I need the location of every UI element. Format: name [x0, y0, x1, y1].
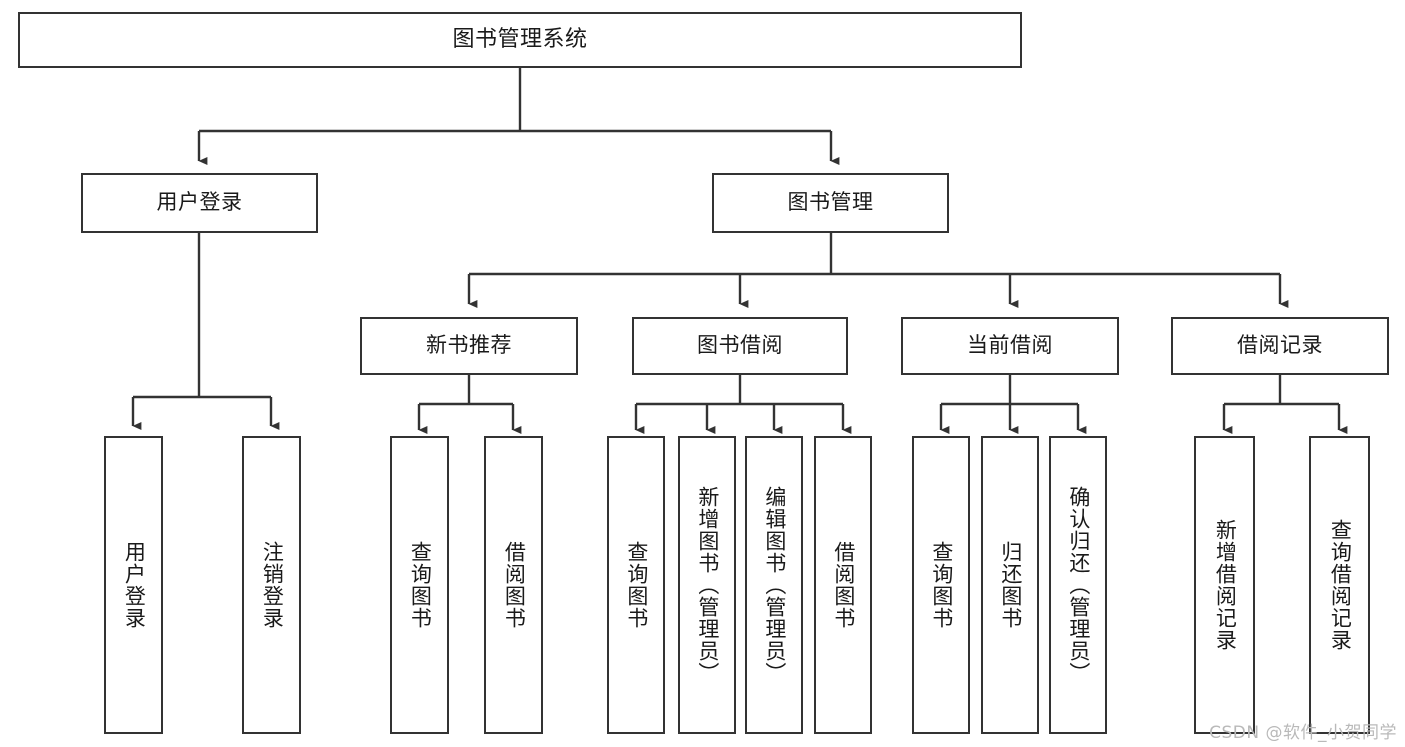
node-label: 用户登录 — [122, 541, 147, 629]
leaf-borrow-book-borrow[interactable]: 借阅图书 — [814, 436, 872, 734]
leaf-query-book-borrow[interactable]: 查询图书 — [607, 436, 665, 734]
node-label: 归还图书 — [998, 541, 1023, 629]
node-label: 注销登录 — [260, 541, 285, 629]
leaf-edit-book-admin[interactable]: 编辑图书（管理员） — [745, 436, 803, 734]
node-user-login[interactable]: 用户登录 — [81, 173, 318, 233]
leaf-add-borrow-record[interactable]: 新增借阅记录 — [1194, 436, 1255, 734]
leaf-query-book-current[interactable]: 查询图书 — [912, 436, 970, 734]
leaf-return-book[interactable]: 归还图书 — [981, 436, 1039, 734]
node-label: 新增借阅记录 — [1213, 519, 1238, 651]
leaf-user-login[interactable]: 用户登录 — [104, 436, 163, 734]
node-label: 新增图书（管理员） — [695, 486, 720, 684]
node-current-borrow[interactable]: 当前借阅 — [901, 317, 1119, 375]
node-label: 图书借阅 — [697, 333, 783, 358]
node-label: 借阅图书 — [831, 541, 856, 629]
node-label: 确认归还（管理员） — [1066, 486, 1091, 684]
leaf-logout-login[interactable]: 注销登录 — [242, 436, 301, 734]
node-book-borrow[interactable]: 图书借阅 — [632, 317, 848, 375]
node-label: 借阅记录 — [1237, 333, 1323, 358]
node-label: 用户登录 — [156, 190, 243, 215]
leaf-borrow-book-recommend[interactable]: 借阅图书 — [484, 436, 543, 734]
node-label: 查询图书 — [929, 541, 954, 629]
leaf-query-book-recommend[interactable]: 查询图书 — [390, 436, 449, 734]
node-new-book-recommend[interactable]: 新书推荐 — [360, 317, 578, 375]
node-borrow-record[interactable]: 借阅记录 — [1171, 317, 1389, 375]
node-label: 借阅图书 — [502, 541, 527, 629]
node-book-management[interactable]: 图书管理 — [712, 173, 949, 233]
node-label: 查询借阅记录 — [1328, 519, 1353, 651]
node-label: 查询图书 — [408, 541, 433, 629]
node-label: 图书管理 — [787, 190, 874, 215]
leaf-confirm-return-admin[interactable]: 确认归还（管理员） — [1049, 436, 1107, 734]
node-label: 查询图书 — [624, 541, 649, 629]
node-label: 当前借阅 — [967, 333, 1053, 358]
node-label: 图书管理系统 — [452, 26, 588, 52]
tree-connectors — [131, 68, 1348, 434]
node-root-library-system[interactable]: 图书管理系统 — [18, 12, 1022, 68]
node-label: 编辑图书（管理员） — [762, 486, 787, 684]
leaf-query-borrow-record[interactable]: 查询借阅记录 — [1309, 436, 1370, 734]
leaf-add-book-admin[interactable]: 新增图书（管理员） — [678, 436, 736, 734]
node-label: 新书推荐 — [426, 333, 512, 358]
